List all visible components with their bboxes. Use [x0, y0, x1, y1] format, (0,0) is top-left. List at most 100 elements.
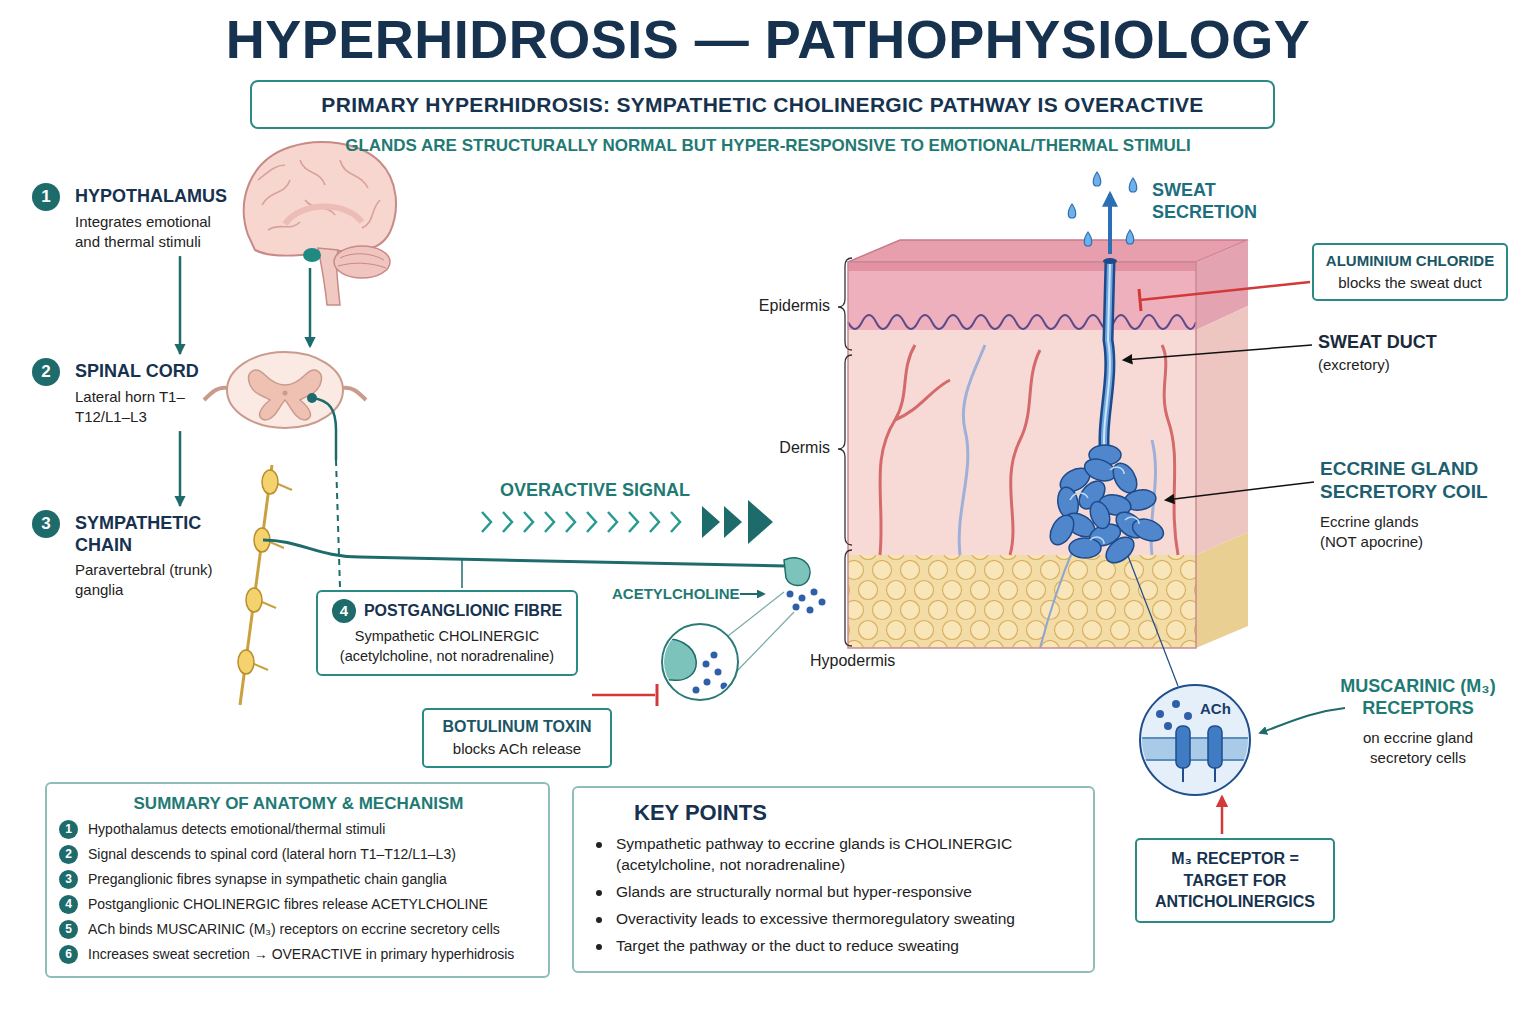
- receptor-zoom: [1183, 768, 1215, 782]
- aluminium-inhibition: [1139, 289, 1141, 311]
- treatment-box: ALUMINIUM CHLORIDEblocks the sweat duct: [1312, 243, 1508, 301]
- bullet-text: Overactivity leads to excessive thermore…: [616, 909, 1015, 930]
- skin-block: [959, 345, 1155, 555]
- target-box: M₃ RECEPTOR = TARGET FOR ANTICHOLINERGIC…: [1135, 838, 1335, 923]
- part-label: MUSCARINIC (M₃) RECEPTORS: [1318, 676, 1518, 719]
- nerve-fibre: [807, 607, 814, 614]
- receptor-zoom: [1138, 759, 1254, 761]
- synapse-zoom: [660, 639, 696, 680]
- step-heading: SYMPATHETIC CHAIN: [75, 513, 242, 556]
- receptor-zoom: [1176, 726, 1190, 768]
- synapse-zoom: [721, 683, 728, 690]
- bullet-row: Glands are structurally normal but hyper…: [590, 882, 1079, 903]
- botulinum-inhibition: [592, 694, 655, 697]
- callout-number: 3: [59, 870, 78, 889]
- subtitle: GLANDS ARE STRUCTURALLY NORMAL BUT HYPER…: [0, 136, 1536, 156]
- receptor-zoom: [1184, 712, 1192, 720]
- bullet-row: Target the pathway or the duct to reduce…: [590, 936, 1079, 957]
- leader-arrows: [1260, 708, 1345, 733]
- sweat-duct: [1103, 258, 1117, 264]
- callout-number: 2: [32, 358, 60, 386]
- botulinum-inhibition: [656, 684, 659, 706]
- callout-number: 4: [59, 895, 78, 914]
- step-body: Paravertebral (trunk) ganglia: [75, 560, 240, 601]
- skin-block: [848, 315, 1196, 329]
- synapse-zoom: [660, 639, 728, 693]
- layer-label: Dermis: [740, 439, 830, 457]
- summary-row: 5ACh binds MUSCARINIC (M₃) receptors on …: [59, 920, 538, 939]
- brain-illustration: [244, 142, 396, 346]
- synapse-zoom: [715, 669, 722, 676]
- nerve-fibre: [799, 595, 806, 602]
- synapse-zoom: [711, 652, 718, 659]
- layer-brackets: [838, 258, 852, 350]
- summary-item: Signal descends to spinal cord (lateral …: [88, 845, 456, 863]
- skin-block: [848, 262, 1196, 648]
- skin-block: [1196, 532, 1248, 648]
- synapse-zoom: [703, 661, 710, 668]
- sympathetic-chain: [246, 588, 262, 612]
- sympathetic-chain: [262, 470, 278, 494]
- bullet-text: Target the pathway or the duct to reduce…: [616, 936, 959, 957]
- callout-number: 3: [32, 510, 60, 538]
- step-body: Lateral horn T1–T12/L1–L3: [75, 387, 200, 428]
- skin-block: [848, 262, 1196, 332]
- part-label: ECCRINE GLAND SECRETORY COIL: [1320, 458, 1515, 504]
- spinal-cord-section: [283, 391, 288, 396]
- banner-text: PRIMARY HYPERHIDROSIS: SYMPATHETIC CHOLI…: [264, 91, 1261, 118]
- box-body: blocks the sweat duct: [1322, 273, 1498, 293]
- skin-block: [1040, 545, 1075, 648]
- signal-label: ACETYLCHOLINE: [612, 585, 740, 602]
- part-note: Eccrine glands (NOT apocrine): [1320, 512, 1445, 551]
- eccrine-coil: [1069, 538, 1101, 558]
- brain-illustration: [338, 254, 386, 268]
- target-text: M₃ RECEPTOR = TARGET FOR ANTICHOLINERGIC…: [1147, 848, 1323, 913]
- callout-number: 1: [32, 183, 60, 211]
- receptor-zoom: [1221, 797, 1224, 834]
- bullet-text: Glands are structurally normal but hyper…: [616, 882, 972, 903]
- summary-row: 3Preganglionic fibres synapse in sympath…: [59, 870, 538, 889]
- bullet-dot: [596, 842, 602, 848]
- callout-number: 6: [59, 945, 78, 964]
- skin-block: [848, 330, 1196, 555]
- heading-row: 4POSTGANGLIONIC FIBRE: [328, 599, 566, 623]
- signal-chevrons: [482, 500, 773, 544]
- receptor-zoom: [1138, 700, 1254, 782]
- brain-illustration: [258, 160, 380, 230]
- sympathetic-chain: [254, 484, 292, 670]
- layer-brackets: [838, 258, 852, 646]
- box-body: Sympathetic CHOLINERGIC (acetylcholine, …: [328, 627, 566, 666]
- step-group: 1HYPOTHALAMUSIntegrates emotional and th…: [32, 183, 242, 252]
- layer-brackets: [838, 355, 852, 545]
- brain-illustration: [285, 206, 362, 224]
- leader-arrows: [1166, 482, 1314, 500]
- summary-row: 6Increases sweat secretion → OVERACTIVE …: [59, 945, 538, 964]
- receptor-zoom: [1208, 726, 1222, 768]
- skin-block: [1196, 306, 1248, 555]
- aluminium-inhibition: [1140, 282, 1310, 300]
- nerve-fibre: [263, 540, 786, 566]
- summary-item: Hypothalamus detects emotional/thermal s…: [88, 820, 385, 838]
- part-note: on eccrine gland secretory cells: [1333, 728, 1503, 767]
- banner-box: PRIMARY HYPERHIDROSIS: SYMPATHETIC CHOLI…: [250, 80, 1275, 129]
- nerve-fibre: [819, 599, 826, 606]
- sweat-duct: [1104, 262, 1110, 458]
- skin-block: [848, 262, 1196, 271]
- summary-item: Postganglionic CHOLINERGIC fibres releas…: [88, 895, 488, 913]
- treatment-box: BOTULINUM TOXINblocks ACh release: [422, 708, 612, 768]
- brain-illustration: [303, 248, 321, 262]
- part-label: SWEAT DUCT: [1318, 332, 1518, 353]
- spinal-cord-section: [204, 352, 366, 428]
- box-body: blocks ACh release: [432, 739, 602, 759]
- brain-illustration: [334, 246, 390, 278]
- bullet-row: Overactivity leads to excessive thermore…: [590, 909, 1079, 930]
- receptor-zoom: [1138, 738, 1254, 760]
- nerve-fibre: [784, 558, 810, 586]
- part-note: (excretory): [1318, 356, 1518, 373]
- brain-illustration: [309, 268, 312, 346]
- bullet-text: Sympathetic pathway to eccrine glands is…: [616, 834, 1079, 876]
- sympathetic-chain: [238, 465, 292, 705]
- eccrine-coil: [1045, 445, 1166, 568]
- fibre-box: 4POSTGANGLIONIC FIBRE Sympathetic CHOLINE…: [316, 590, 578, 676]
